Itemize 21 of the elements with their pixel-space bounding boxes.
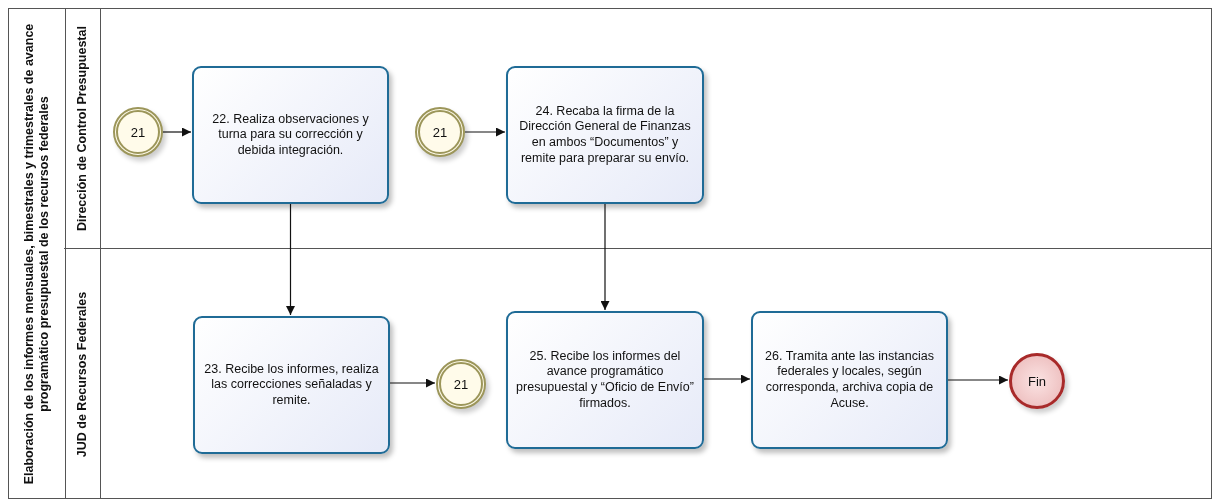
pool-title: Elaboración de los informes mensuales, bimestrales y trimestrales de avance programático presupuestal de los recursos federales <box>22 22 52 486</box>
arrow <box>703 374 751 384</box>
link-event-circle: 21 <box>113 107 163 157</box>
end-event-circle: Fin <box>1009 353 1065 409</box>
swimlane <box>64 248 1212 499</box>
task-box: 26. Tramita ante las instancias federales y locales, según corresponda, archiva copia de Acuse. <box>751 311 948 449</box>
arrow <box>162 127 192 137</box>
lane-label: Dirección de Control Presupuestal <box>74 25 90 233</box>
task-box: 24. Recaba la firma de la Dirección General de Finanzas en ambos “Documentos” y remite para preparar su envío. <box>506 66 704 204</box>
arrow <box>947 375 1009 385</box>
task-box: 25. Recibe los informes del avance programático presupuestal y “Oficio de Envío” firmados. <box>506 311 704 449</box>
lane-label: JUD de Recursos Federales <box>74 290 90 459</box>
link-event-circle: 21 <box>415 107 465 157</box>
link-event-circle: 21 <box>436 359 486 409</box>
arrow <box>464 127 506 137</box>
task-box: 23. Recibe los informes, realiza las correcciones señaladas y remite. <box>193 316 390 454</box>
pool <box>8 8 1212 499</box>
arrow <box>389 378 436 388</box>
arrow <box>286 203 295 316</box>
arrow <box>600 203 610 311</box>
task-box: 22. Realiza observaciones y turna para su corrección y debida integración. <box>192 66 389 204</box>
